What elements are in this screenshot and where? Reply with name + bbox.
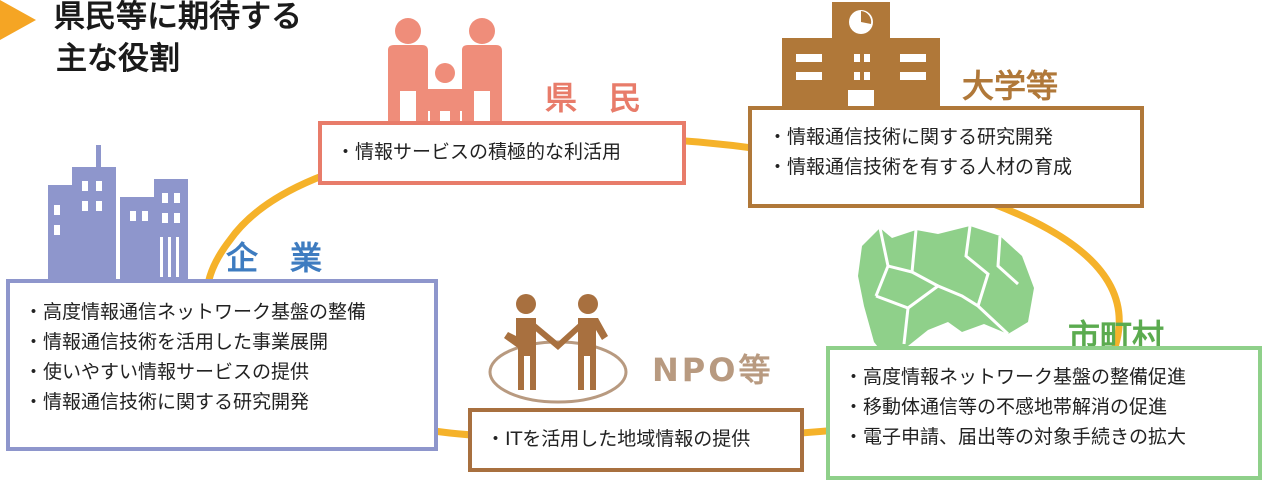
office-buildings-icon	[48, 145, 188, 281]
title-arrow-icon	[0, 0, 36, 40]
list-item: 情報通信技術を有する人材の育成	[768, 152, 1124, 182]
title-line-2: 主な役割	[56, 41, 180, 77]
daigaku-box: 情報通信技術に関する研究開発 情報通信技術を有する人材の育成	[748, 106, 1144, 208]
kenmin-label: 県 民	[545, 79, 642, 117]
list-item: 高度情報通信ネットワーク基盤の整備	[24, 297, 420, 327]
list-item: 情報通信技術に関する研究開発	[768, 122, 1124, 152]
people-holding-hands-icon	[488, 294, 628, 404]
daigaku-label: 大学等	[962, 67, 1059, 105]
list-item: 情報通信技術に関する研究開発	[24, 387, 420, 417]
kigyo-box: 高度情報通信ネットワーク基盤の整備 情報通信技術を活用した事業展開 使いやすい情…	[6, 279, 438, 451]
prefecture-map-icon	[858, 226, 1034, 360]
list-item: 使いやすい情報サービスの提供	[24, 357, 420, 387]
list-item: 高度情報ネットワーク基盤の整備促進	[844, 362, 1244, 392]
list-item: 情報通信技術を活用した事業展開	[24, 327, 420, 357]
npo-box: ITを活用した地域情報の提供	[468, 408, 804, 472]
list-item: ITを活用した地域情報の提供	[486, 424, 786, 454]
list-item: 移動体通信等の不感地帯解消の促進	[844, 392, 1244, 422]
title-line-1: 県民等に期待する	[54, 0, 302, 35]
shichoson-box: 高度情報ネットワーク基盤の整備促進 移動体通信等の不感地帯解消の促進 電子申請、…	[826, 346, 1262, 480]
npo-label: NPO等	[652, 351, 774, 389]
list-item: 電子申請、届出等の対象手続きの拡大	[844, 422, 1244, 452]
kigyo-label: 企 業	[226, 239, 323, 277]
family-icon	[388, 18, 502, 127]
kenmin-box: 情報サービスの積極的な利活用	[318, 121, 686, 185]
list-item: 情報サービスの積極的な利活用	[336, 137, 668, 167]
university-building-icon	[782, 2, 940, 110]
page-title: 県民等に期待する 主な役割	[54, 0, 302, 80]
